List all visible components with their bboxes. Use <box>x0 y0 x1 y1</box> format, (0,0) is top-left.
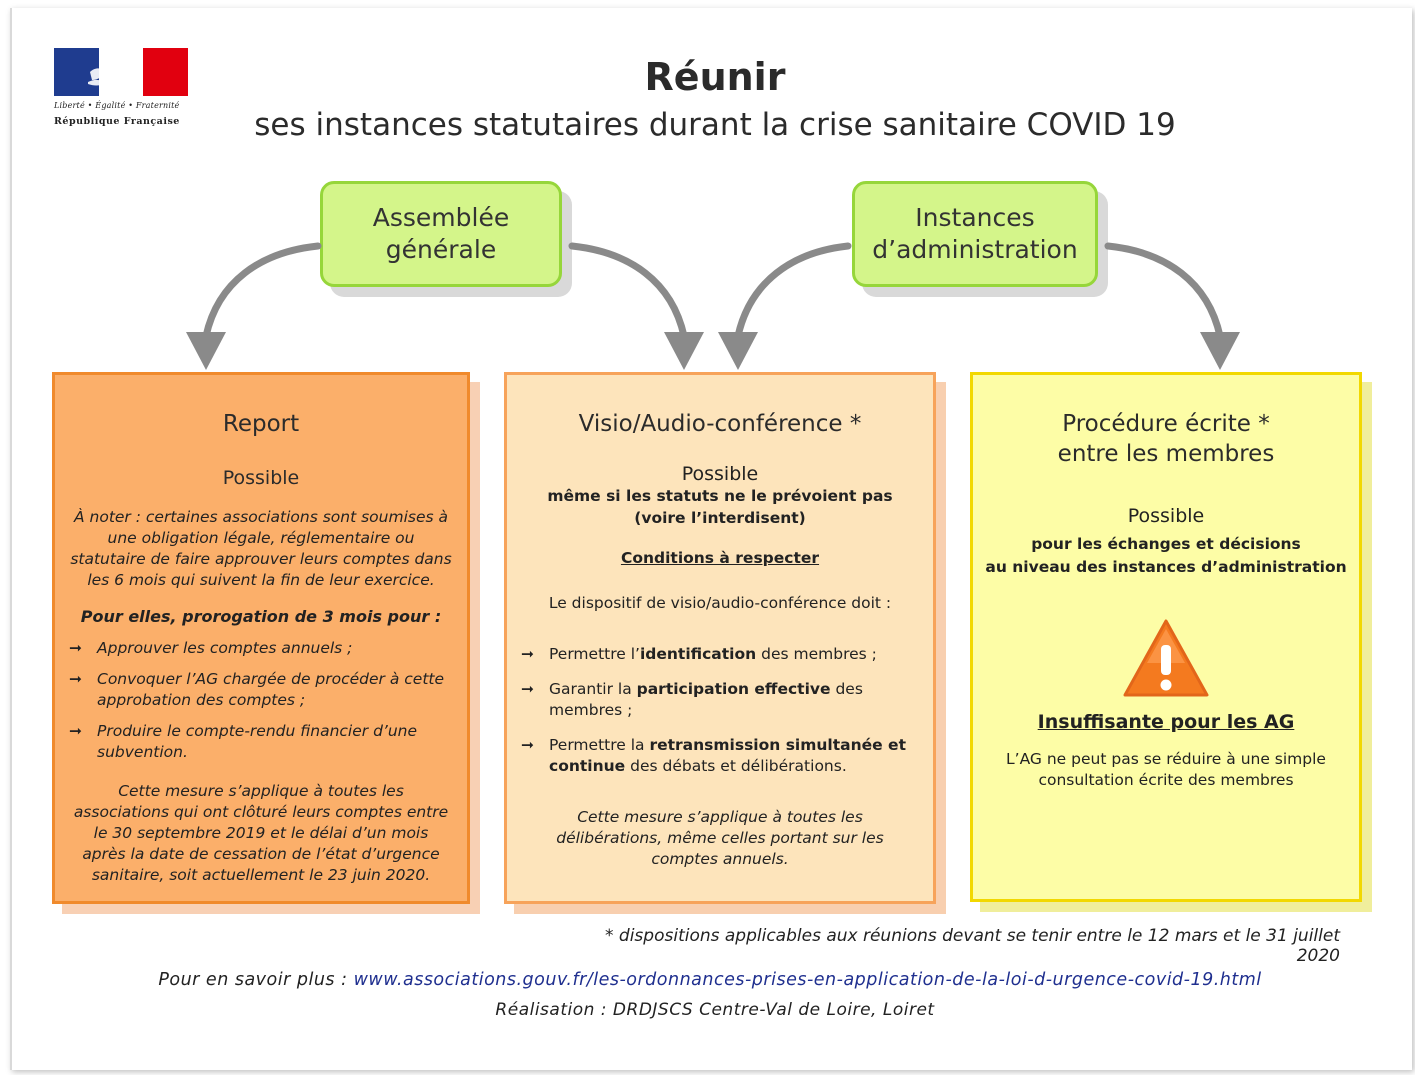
ecrite-footer: L’AG ne peut pas se réduire à une simple… <box>1006 750 1326 789</box>
report-footer: Cette mesure s’applique à toutes les ass… <box>73 782 449 884</box>
more-info-link[interactable]: www.associations.gouv.fr/les-ordonnances… <box>353 970 1262 990</box>
source-box-assemblee-generale: Assemblée générale <box>320 181 562 287</box>
more-info: Pour en savoir plus : www.associations.g… <box>150 970 1270 990</box>
visio-status-detail: même si les statuts ne le prévoient pas <box>547 487 893 505</box>
panel-title: Visio/Audio-conférence * <box>578 411 862 437</box>
source-box-line: d’administration <box>872 235 1078 264</box>
marianne-icon <box>88 57 131 89</box>
visio-intro: Le dispositif de visio/audio-conférence … <box>548 594 892 612</box>
footnote: * dispositions applicables aux réunions … <box>605 926 1340 966</box>
visio-footer: Cette mesure s’applique à toutes les dél… <box>556 808 884 868</box>
logo-name: République Française <box>54 116 180 127</box>
list-item: ➞Produire le compte-rendu financier d’un… <box>69 722 418 761</box>
more-info-label: Pour en savoir plus : <box>158 970 348 990</box>
visio-items: ➞Permettre l’identification des membres … <box>521 644 919 777</box>
report-prorogation: Pour elles, prorogation de 3 mois pour : <box>80 607 442 626</box>
source-box-line: Assemblée <box>372 203 510 232</box>
source-box-line: générale <box>385 235 497 264</box>
ecrite-insufficient: Insuffisante pour les AG <box>1037 711 1295 733</box>
panel-report: Report Possible À noter : certaines asso… <box>52 372 470 904</box>
ecrite-status-detail: pour les échanges et décisions <box>1031 535 1301 553</box>
logo-motto: Liberté • Égalité • Fraternité <box>54 101 180 110</box>
credit: Réalisation : DRDJSCS Centre-Val de Loir… <box>495 1000 935 1020</box>
page-title: Réunir <box>644 55 786 99</box>
panel-title: Procédure écrite * <box>1062 411 1270 437</box>
list-item: ➞Permettre la retransmission simultanée … <box>521 736 906 775</box>
list-item: ➞Convoquer l’AG chargée de procéder à ce… <box>69 670 445 709</box>
report-note: À noter : certaines associations sont so… <box>70 508 452 589</box>
source-box-instances-administration: Instances d’administration <box>852 181 1098 287</box>
report-items: ➞Approuver les comptes annuels ; ➞Convoq… <box>69 638 447 763</box>
panel-status: Possible <box>681 463 759 485</box>
page-subtitle: ses instances statutaires durant la cris… <box>254 107 1176 143</box>
panel-procedure-ecrite: Procédure écrite * entre les membres Pos… <box>970 372 1362 902</box>
list-item: ➞Permettre l’identification des membres … <box>521 645 877 663</box>
list-item: ➞Approuver les comptes annuels ; <box>69 639 353 657</box>
list-item: ➞Garantir la participation effective des… <box>521 680 863 719</box>
panel-title-line2: entre les membres <box>1057 441 1275 467</box>
panel-status: Possible <box>222 467 300 489</box>
source-box-line: Instances <box>915 203 1035 232</box>
panel-visio: Visio/Audio-conférence * Possible même s… <box>504 372 936 904</box>
visio-status-detail: (voire l’interdisent) <box>634 509 806 527</box>
warning-triangle-icon <box>1123 619 1209 697</box>
tricolor-flag <box>54 48 189 96</box>
republique-francaise-logo: Liberté • Égalité • Fraternité Républiqu… <box>54 48 190 127</box>
ecrite-status-detail: au niveau des instances d’administration <box>985 558 1347 576</box>
visio-conditions-label: Conditions à respecter <box>620 549 820 567</box>
panel-status: Possible <box>1127 505 1205 527</box>
panel-title: Report <box>222 411 300 437</box>
